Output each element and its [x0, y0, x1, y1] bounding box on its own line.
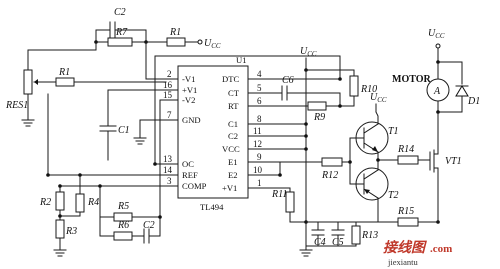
r11-label: R11	[271, 189, 287, 200]
pin-7-number: 7	[167, 110, 172, 120]
pin-oc-name: OC	[182, 159, 194, 169]
driver-stage: R12 R11 T1 UCC T2 R14	[263, 92, 431, 224]
tl494-ic: U1 TL494 2 16 15 7 13 14 3 -V1 +V1 -V2 G…	[163, 55, 265, 212]
u1-label: U1	[236, 55, 247, 65]
r7-resistor	[107, 37, 133, 47]
c2-top-label: C2	[114, 7, 126, 18]
pin-4-number: 4	[257, 69, 262, 79]
ucc-label-mid: UCC	[300, 46, 317, 58]
r13-label: R13	[361, 230, 378, 241]
chip-name: TL494	[200, 202, 224, 212]
r1-input-resistor	[55, 77, 75, 87]
pin-16-number: 16	[163, 80, 173, 90]
pin-6-number: 6	[257, 96, 262, 106]
r14-resistor	[397, 155, 419, 165]
watermark: 接线图 .com jiexiantu	[383, 239, 452, 267]
motor-label: MOTOR	[392, 74, 431, 85]
r12-label: R12	[321, 170, 338, 181]
pin-8-number: 8	[257, 114, 262, 124]
r10-label: R10	[360, 84, 377, 95]
r5-resistor	[113, 212, 133, 222]
pin-11-number: 11	[253, 126, 262, 136]
c1-capacitor-network: C1	[99, 89, 167, 161]
c6-label: C6	[282, 75, 294, 86]
pin-gnd-name: GND	[182, 115, 201, 125]
r15-label: R15	[397, 206, 414, 217]
motor-output: UCC A MOTOR D1 VT1	[392, 28, 480, 223]
r15-resistor	[397, 217, 419, 227]
watermark-sub: jiexiantu	[387, 257, 418, 267]
output-rail	[263, 69, 308, 247]
r7-label: R7	[115, 27, 128, 38]
pin-ct-name: CT	[228, 88, 240, 98]
t1-label: T1	[388, 126, 399, 137]
pin-plus-v1-right-name: +V1	[222, 183, 237, 193]
pin-5-number: 5	[257, 83, 262, 93]
r12-resistor	[321, 157, 343, 167]
r4-label: R4	[87, 197, 99, 208]
pin-c1-name: C1	[228, 119, 238, 129]
pin-1-number: 1	[257, 178, 262, 188]
pin-rt-name: RT	[228, 101, 239, 111]
pin-10-number: 10	[253, 165, 263, 175]
pin-vcc-name: VCC	[222, 144, 240, 154]
d1-diode	[455, 85, 469, 97]
r3-label: R3	[65, 226, 77, 237]
r1-top-label: R1	[169, 27, 181, 38]
pin-minus-v1-name: -V1	[182, 74, 195, 84]
res1-potentiometer	[23, 69, 33, 95]
pin-9-number: 9	[257, 152, 262, 162]
r2-resistor	[55, 191, 65, 211]
ucc-label-motor: UCC	[428, 28, 445, 40]
c1-label: C1	[118, 125, 130, 136]
r10-resistor	[349, 75, 359, 97]
pin-13-number: 13	[163, 154, 173, 164]
r1-top-resistor	[166, 37, 186, 47]
pin-c2-name: C2	[228, 131, 238, 141]
r6-label: R6	[117, 220, 129, 231]
ucc-label-t1: UCC	[370, 92, 387, 104]
r9-resistor	[307, 101, 327, 111]
r2-label: R2	[39, 197, 51, 208]
r9-label: R9	[313, 112, 325, 123]
watermark-domain: .com	[430, 243, 452, 255]
pin-12-number: 12	[253, 139, 262, 149]
pin-plus-v1-name: +V1	[182, 85, 197, 95]
pin-15-number: 15	[163, 90, 173, 100]
compensation-network: R2 R3 R4 R5 R6 C2	[39, 55, 341, 257]
r5-label: R5	[117, 201, 129, 212]
vt1-label: VT1	[445, 156, 462, 167]
res1-label: RES1	[5, 100, 28, 111]
motor-letter: A	[433, 86, 441, 97]
d1-label: D1	[467, 96, 480, 107]
c4-label: C4	[314, 237, 326, 248]
r6-resistor	[113, 231, 133, 241]
pin-minus-v2-name: -V2	[182, 95, 195, 105]
t2-label: T2	[388, 190, 399, 201]
ucc-label-top: UCC	[204, 38, 221, 50]
timing-network: UCC R10 C6 R9	[263, 46, 377, 123]
r14-label: R14	[397, 144, 414, 155]
top-feedback-network: C2 R7 R1 UCC	[94, 7, 221, 80]
r13-resistor	[351, 225, 361, 245]
r1-input-label: R1	[58, 67, 70, 78]
pin-2-number: 2	[167, 69, 172, 79]
pin-e1-name: E1	[228, 157, 238, 167]
watermark-brand: 接线图	[383, 239, 427, 256]
pin-3-number: 3	[167, 176, 172, 186]
pin-dtc-name: DTC	[222, 74, 239, 84]
input-potentiometer: RES1 R1	[5, 49, 167, 127]
pin-comp-name: COMP	[182, 181, 207, 191]
pin-ref-name: REF	[182, 170, 198, 180]
pin-e2-name: E2	[228, 170, 238, 180]
c2-fb-label: C2	[143, 220, 155, 231]
tl494-body	[177, 65, 249, 199]
sense-network: C4 C5 R13 R15	[299, 205, 440, 257]
r4-resistor	[75, 193, 85, 213]
pin-14-number: 14	[163, 165, 173, 175]
r3-resistor	[55, 219, 65, 239]
